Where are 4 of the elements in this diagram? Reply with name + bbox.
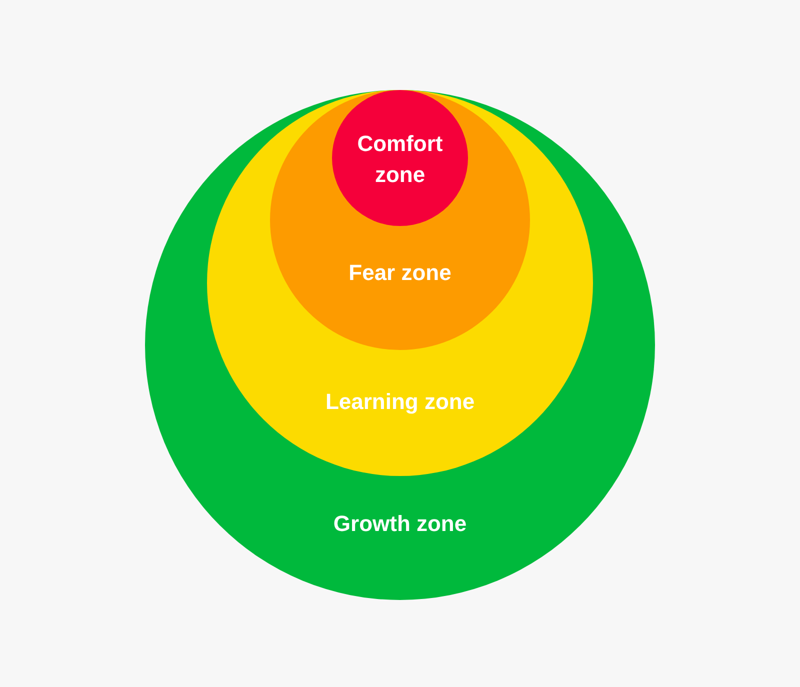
zone-label: Fear zone: [348, 259, 452, 287]
zone-label: Growth zone: [332, 510, 468, 538]
zone-label: Learning zone: [324, 388, 476, 416]
zone-label: Comfort zone: [356, 130, 444, 189]
